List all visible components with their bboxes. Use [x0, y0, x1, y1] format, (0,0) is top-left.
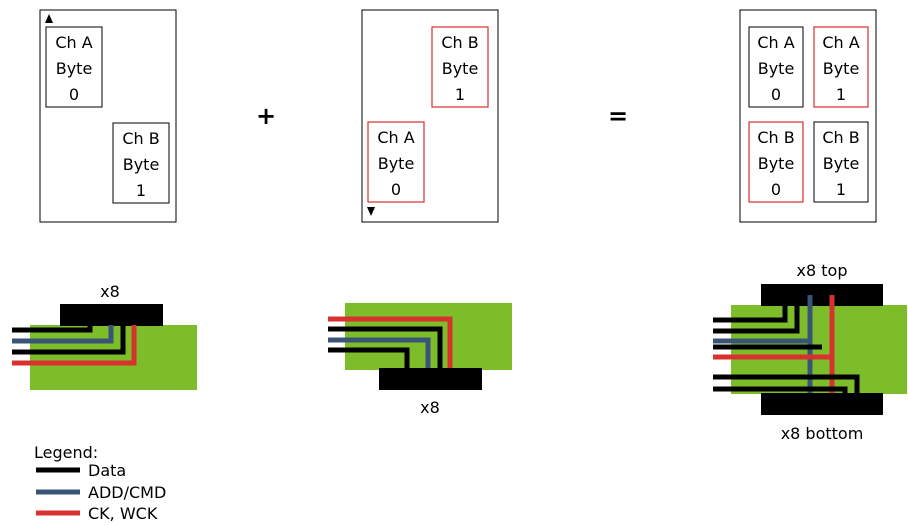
- panel-2-box-ch-b-byte-1: [431, 26, 489, 108]
- panel-3-box-ch-a-byte-1: [813, 26, 869, 108]
- x8-chip-bottom: [379, 368, 482, 390]
- label: 0: [69, 85, 79, 104]
- label: 0: [771, 85, 781, 104]
- label: Ch B: [822, 128, 859, 147]
- panel-2: Ch B Byte 1 Ch A Byte 0: [361, 9, 499, 223]
- panel-2-box-ch-a-byte-0: [367, 121, 425, 203]
- x8-chip-bottom: [761, 393, 883, 415]
- label: Byte: [442, 59, 479, 78]
- panel-1-box-ch-b-byte-1: [112, 122, 170, 204]
- label: 1: [455, 85, 465, 104]
- plus-operator: +: [256, 102, 276, 130]
- trace-data: [328, 347, 410, 368]
- package-3-bottom-label: x8 bottom: [781, 424, 864, 443]
- label: Byte: [758, 59, 795, 78]
- package-1: x8: [12, 282, 197, 390]
- panel-3-box-ch-b-byte-1: [813, 121, 869, 203]
- legend: Legend: Data ADD/CMD CK, WCK: [34, 443, 166, 523]
- legend-title: Legend:: [34, 443, 98, 462]
- label: Ch A: [377, 128, 414, 147]
- legend-label-addcmd: ADD/CMD: [88, 483, 166, 502]
- x8-chip-top: [761, 284, 883, 306]
- panel-3-box-ch-b-byte-0: [748, 121, 804, 203]
- equals-operator: =: [608, 102, 628, 130]
- label: 0: [771, 180, 781, 199]
- trace-data: [328, 326, 443, 368]
- trace-addcmd: [12, 325, 114, 344]
- trace-data: [12, 325, 126, 355]
- label: Byte: [823, 154, 860, 173]
- package-2-label: x8: [420, 398, 440, 417]
- trace-data: [713, 386, 848, 393]
- legend-label-data: Data: [88, 461, 126, 480]
- trace-ck-wck: [328, 316, 453, 368]
- label: Ch A: [757, 33, 794, 52]
- panel-1: Ch A Byte 0 Ch B Byte 1: [39, 9, 177, 223]
- label: Byte: [823, 59, 860, 78]
- label: Byte: [56, 59, 93, 78]
- label: Ch A: [55, 33, 92, 52]
- panel-3: Ch A Byte 0 Ch A Byte 1 Ch B Byte 0 Ch B…: [739, 9, 877, 223]
- package-3-top-label: x8 top: [797, 261, 848, 280]
- label: Ch B: [122, 129, 159, 148]
- label: 1: [836, 85, 846, 104]
- trace-data: [713, 305, 788, 323]
- orientation-arrow-up-icon: [45, 14, 53, 23]
- label: 1: [836, 180, 846, 199]
- label: 1: [136, 181, 146, 200]
- label: Byte: [758, 154, 795, 173]
- package-1-label: x8: [100, 282, 120, 301]
- trace-addcmd: [328, 337, 431, 368]
- trace-data: [12, 325, 93, 333]
- panel-3-box-ch-a-byte-0: [748, 26, 804, 108]
- legend-label-ck-wck: CK, WCK: [88, 504, 158, 523]
- trace-data: [713, 374, 860, 393]
- label: Byte: [378, 154, 415, 173]
- label: Byte: [123, 155, 160, 174]
- label: 0: [391, 180, 401, 199]
- label: Ch A: [822, 33, 859, 52]
- package-3: x8 top x8 bottom: [713, 261, 907, 443]
- trace-data: [713, 305, 800, 334]
- label: Ch B: [441, 33, 478, 52]
- trace-ck-wck: [12, 325, 137, 366]
- panel-1-box-ch-a-byte-0: [45, 26, 103, 108]
- x8-chip-top: [60, 304, 163, 326]
- orientation-arrow-down-icon: [367, 207, 375, 216]
- label: Ch B: [757, 128, 794, 147]
- package-2: x8: [328, 303, 512, 417]
